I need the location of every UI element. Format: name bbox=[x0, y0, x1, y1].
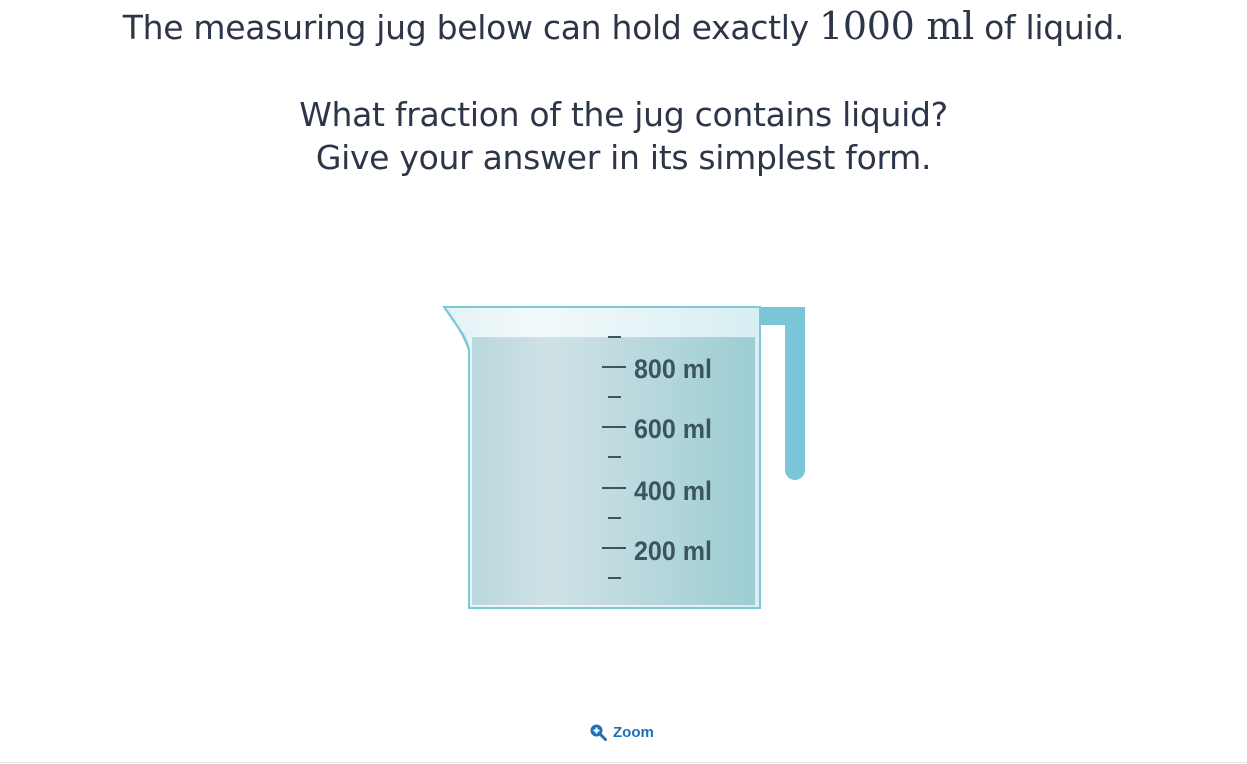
scale-label-600: 600 ml bbox=[634, 414, 712, 444]
scale-label-200: 200 ml bbox=[634, 536, 712, 566]
question-line-1: The measuring jug below can hold exactly… bbox=[0, 4, 1247, 48]
zoom-in-icon bbox=[590, 724, 607, 741]
bottom-divider bbox=[0, 762, 1247, 763]
zoom-button[interactable]: Zoom bbox=[589, 723, 654, 741]
zoom-label: Zoom bbox=[613, 723, 654, 741]
question-line-1-prefix: The measuring jug below can hold exactly bbox=[122, 8, 820, 47]
jug-liquid bbox=[472, 337, 755, 605]
question-line-2: What fraction of the jug contains liquid… bbox=[299, 95, 948, 134]
jug-spout bbox=[443, 306, 470, 351]
scale-ticks bbox=[602, 336, 626, 579]
scale-label-800: 800 ml bbox=[634, 354, 712, 384]
capacity-math: 1000 ml bbox=[819, 4, 974, 48]
jug-handle bbox=[758, 307, 805, 480]
question-line-3: Give your answer in its simplest form. bbox=[315, 138, 932, 177]
scale-label-400: 400 ml bbox=[634, 476, 712, 506]
question-line-1-suffix: of liquid. bbox=[973, 8, 1125, 47]
